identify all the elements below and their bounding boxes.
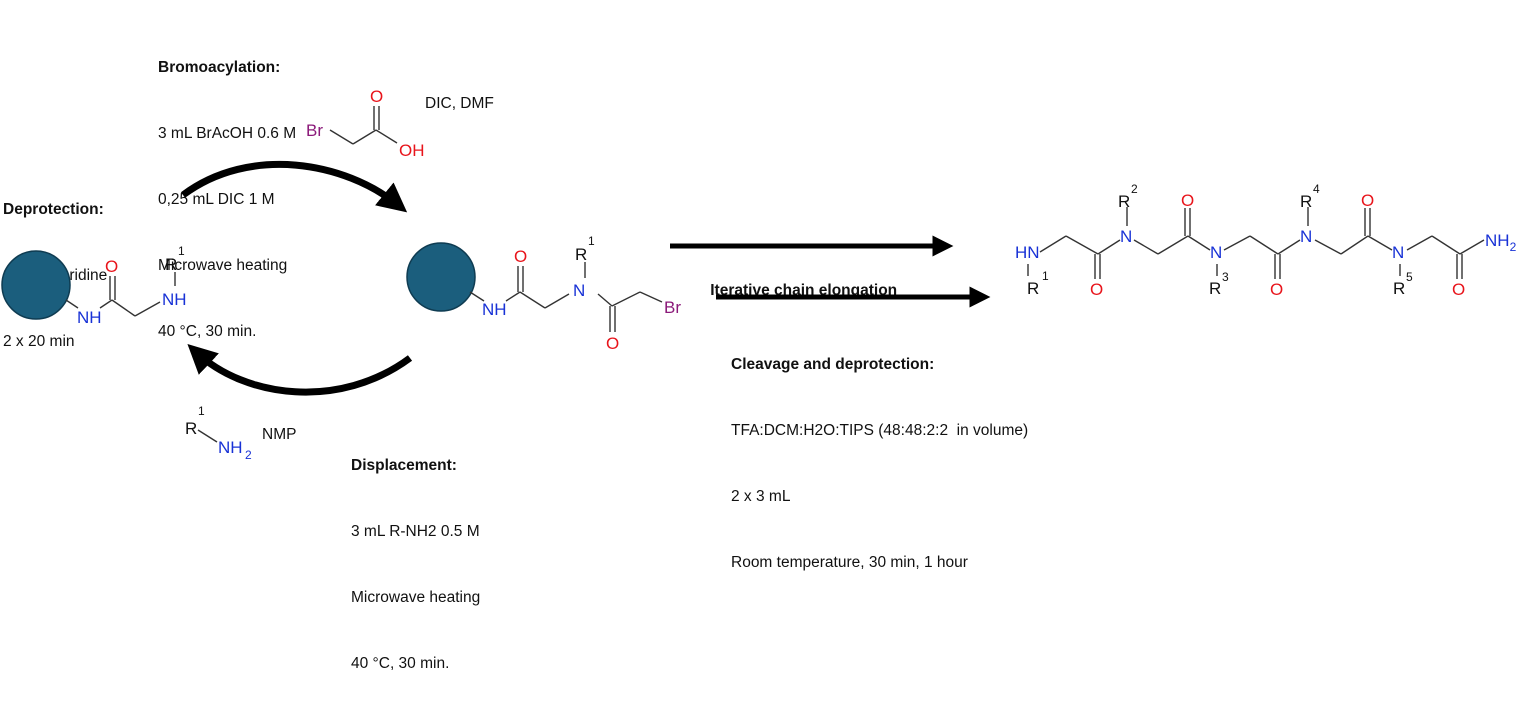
product-amide-subscript: 2 xyxy=(1510,240,1517,254)
cleavage-line: Room temperature, 30 min, 1 hour xyxy=(731,554,968,571)
product-hn: HN xyxy=(1015,243,1040,262)
bromoacylation-conditions: Bromoacylation: 3 mL BrAcOH 0.6 M 0,25 m… xyxy=(158,13,296,387)
amine-r-superscript: 1 xyxy=(198,404,205,418)
middle-oxygen-2: O xyxy=(606,334,619,353)
resin-bead-middle xyxy=(406,242,476,312)
bromoacylation-line: 40 °C, 30 min. xyxy=(158,323,257,340)
product-r4-superscript: 4 xyxy=(1313,182,1320,196)
product-r1-superscript: 1 xyxy=(1042,269,1049,283)
resin-bead-left xyxy=(1,250,71,320)
displacement-line: 40 °C, 30 min. xyxy=(351,655,450,672)
cleavage-title: Cleavage and deprotection: xyxy=(731,356,935,373)
product-r2-superscript: 2 xyxy=(1131,182,1138,196)
product-oxygen-5: O xyxy=(1452,280,1465,299)
bromine-atom: Br xyxy=(306,121,323,140)
product-nitrogen-1: N xyxy=(1120,227,1132,246)
displacement-reagent: NMP xyxy=(262,426,296,443)
amine-nh: NH xyxy=(218,438,243,457)
resin-amide-nh: NH xyxy=(77,308,102,327)
product-r3-superscript: 3 xyxy=(1222,270,1229,284)
product-r3: R xyxy=(1209,279,1221,298)
middle-amide-nh: NH xyxy=(482,300,507,319)
product-r4: R xyxy=(1300,192,1312,211)
resin-r-superscript: 1 xyxy=(178,244,185,258)
product-nitrogen-2: N xyxy=(1210,243,1222,262)
product-oxygen-1: O xyxy=(1090,280,1103,299)
product-r5-superscript: 5 xyxy=(1406,270,1413,284)
synthesis-scheme: Bromoacylation: 3 mL BrAcOH 0.6 M 0,25 m… xyxy=(1,13,1517,672)
scheme-graphics: Br O OH DIC, DMF R 1 NH 2 NMP NH O NH R … xyxy=(1,87,1517,462)
amine-bond xyxy=(197,429,218,443)
resin-amine-bonds xyxy=(65,272,176,317)
peptoid-product-bonds xyxy=(1027,207,1485,279)
amine-subscript: 2 xyxy=(245,448,252,462)
displacement-line: 3 mL R-NH2 0.5 M xyxy=(351,523,480,540)
displacement-arrow xyxy=(187,343,413,396)
resin-r-group: R xyxy=(165,255,177,274)
middle-bromine: Br xyxy=(664,298,681,317)
bromoacylation-line: Microwave heating xyxy=(158,257,288,274)
hydroxyl-group: OH xyxy=(399,141,425,160)
middle-r-superscript: 1 xyxy=(588,234,595,248)
product-r2: R xyxy=(1118,192,1130,211)
product-oxygen-4: O xyxy=(1361,191,1374,210)
bromoacylation-line: 3 mL BrAcOH 0.6 M xyxy=(158,125,297,142)
bromoacetamide-bonds xyxy=(469,262,663,332)
cleavage-line: TFA:DCM:H2O:TIPS (48:48:2:2 in volume) xyxy=(731,422,1029,439)
product-oxygen-3: O xyxy=(1270,280,1283,299)
middle-nitrogen: N xyxy=(573,281,585,300)
middle-oxygen-1: O xyxy=(514,247,527,266)
deprotection-title: Deprotection: xyxy=(3,201,104,218)
bromoacylation-title: Bromoacylation: xyxy=(158,59,281,76)
displacement-title: Displacement: xyxy=(351,457,457,474)
bromoacylation-reagent: DIC, DMF xyxy=(425,95,494,112)
resin-amide-oxygen: O xyxy=(105,257,118,276)
amine-r-group: R xyxy=(185,419,197,438)
cleavage-line: 2 x 3 mL xyxy=(731,488,791,505)
bromoacetic-acid-structure xyxy=(329,106,398,145)
carbonyl-oxygen: O xyxy=(370,87,383,106)
product-amide-nh2: NH2 xyxy=(1485,231,1517,254)
product-nitrogen-3: N xyxy=(1300,227,1312,246)
product-nitrogen-4: N xyxy=(1392,243,1404,262)
bromoacylation-arrow xyxy=(180,160,408,213)
resin-amine-nh: NH xyxy=(162,290,187,309)
product-r5: R xyxy=(1393,279,1405,298)
bromoacylation-line: 0,25 mL DIC 1 M xyxy=(158,191,275,208)
product-r1: R xyxy=(1027,279,1039,298)
middle-r-group: R xyxy=(575,245,587,264)
deprotection-line: 2 x 20 min xyxy=(3,333,75,350)
product-amide-nh: NH xyxy=(1485,231,1510,250)
displacement-line: Microwave heating xyxy=(351,589,481,606)
product-oxygen-2: O xyxy=(1181,191,1194,210)
